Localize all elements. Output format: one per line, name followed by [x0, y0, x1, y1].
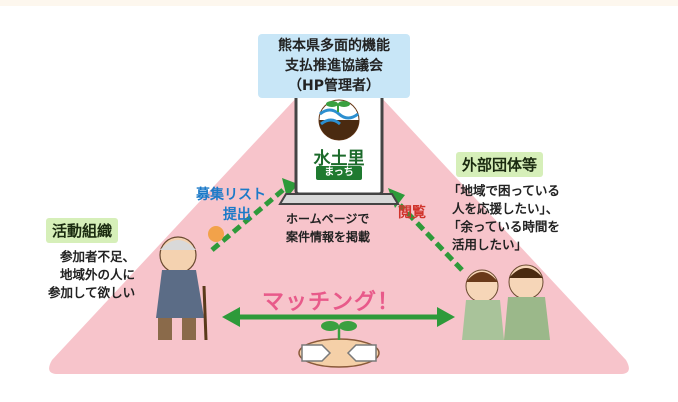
- top-strip: [0, 0, 678, 6]
- logo-name: 水土里: [313, 149, 365, 169]
- handshake-illustration: [298, 321, 380, 368]
- admin-line-1: 熊本県多面的機能: [278, 38, 390, 54]
- laptop-caption-1: ホームページで: [286, 212, 370, 226]
- admin-line-3: （HP管理者）: [288, 78, 380, 94]
- left-arrow-label-1: 募集リスト: [196, 187, 266, 203]
- right-group-line-2: 人を応援したい」、: [452, 201, 559, 216]
- laptop-caption-2: 案件情報を掲載: [286, 230, 371, 244]
- right-group-line-3: 「余っている時間を: [448, 219, 560, 234]
- admin-box: 熊本県多面的機能 支払推進協議会 （HP管理者）: [258, 34, 410, 98]
- elderly-man-illustration: [156, 226, 224, 341]
- right-group-line-1: 「地域で困っている: [448, 183, 560, 198]
- matching-arrow: [222, 307, 455, 327]
- logo-sub: まっち: [324, 167, 354, 178]
- left-arrow-label-2: 提出: [223, 207, 251, 223]
- left-group-line-2: 地域外の人に: [60, 267, 136, 282]
- left-group-line-3: 参加して欲しい: [48, 285, 136, 300]
- right-group-line-4: 活用したい」: [452, 237, 528, 252]
- right-arrow-label: 閲覧: [398, 205, 426, 221]
- left-group-title: 活動組織: [46, 218, 119, 243]
- right-group-title: 外部団体等: [456, 152, 544, 177]
- young-people-illustration: [462, 264, 550, 340]
- matching-label: マッチング！: [262, 290, 401, 315]
- laptop-illustration: [278, 88, 400, 205]
- admin-line-2: 支払推進協議会: [285, 58, 383, 74]
- left-group-line-1: 参加者不足、: [60, 249, 136, 264]
